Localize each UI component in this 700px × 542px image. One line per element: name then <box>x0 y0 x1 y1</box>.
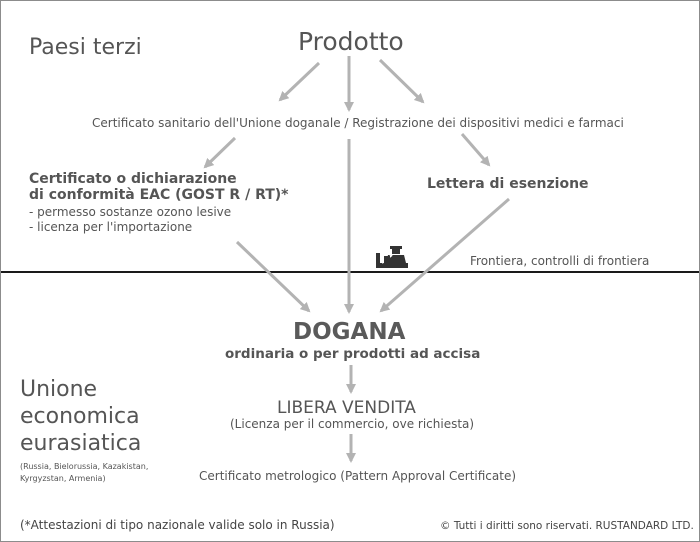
node-eac-title-1: Certificato o dichiarazione <box>29 171 237 187</box>
footer-copyright: © Tutti i diritti sono riservati. RUSTAN… <box>440 520 694 532</box>
footer-note: (*Attestazioni di tipo nazionale valide … <box>20 518 335 532</box>
arrow-cert-to-eac <box>203 136 237 169</box>
node-border: Frontiera, controlli di frontiera <box>470 254 650 268</box>
node-product: Prodotto <box>298 27 404 56</box>
region-eaeu-line-2: economica <box>20 404 140 429</box>
customs-officer-icon <box>376 246 408 268</box>
arrow-product-left <box>278 61 321 102</box>
node-free-sale: LIBERA VENDITA <box>277 398 416 418</box>
arrow-eac-to-customs <box>235 240 311 313</box>
arrow-exemption-to-customs <box>379 197 510 313</box>
node-health-certificate: Certificato sanitario dell'Unione dogana… <box>92 116 624 130</box>
region-third-countries: Paesi terzi <box>29 35 142 60</box>
node-exemption-letter: Lettera di esenzione <box>427 176 589 192</box>
arrow-cert-to-exemption <box>460 133 491 167</box>
region-eaeu-line-3: eurasiatica <box>20 431 142 456</box>
node-eac-title-2: di conformità EAC (GOST R / RT)* <box>29 187 289 203</box>
node-customs-sub: ordinaria o per prodotti ad accisa <box>225 346 481 362</box>
node-metrology: Certificato metrologico (Pattern Approva… <box>199 469 517 483</box>
node-eac-item-1: - permesso sostanze ozono lesive <box>29 205 232 219</box>
node-eac-item-2: - licenza per l'importazione <box>29 220 193 234</box>
node-customs: DOGANA <box>293 319 406 345</box>
node-free-sale-sub: (Licenza per il commercio, ove richiesta… <box>230 417 475 431</box>
region-eaeu-line-1: Unione <box>20 377 98 402</box>
region-eaeu-countries: (Russia, Bielorussia, Kazakistan, Kyrgyz… <box>20 462 149 483</box>
arrow-product-right <box>378 58 425 104</box>
